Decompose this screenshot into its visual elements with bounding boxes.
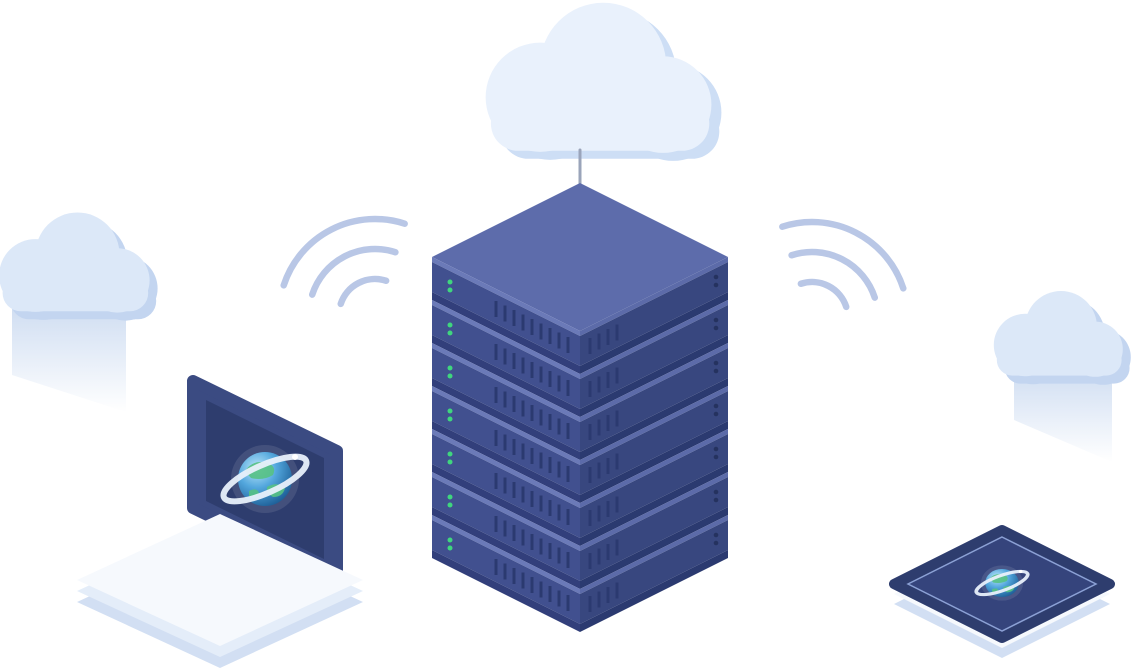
wifi-arc-inner bbox=[797, 278, 850, 311]
wifi-arc-outer bbox=[280, 215, 408, 289]
main-cloud bbox=[485, 2, 712, 153]
wifi-arc-inner bbox=[337, 275, 390, 308]
right-cloud bbox=[993, 291, 1123, 377]
wifi-arcs-left bbox=[280, 215, 408, 308]
wifi-arc-middle bbox=[788, 248, 879, 301]
cloud-beams bbox=[12, 298, 1112, 462]
left-cloud bbox=[0, 212, 150, 313]
wifi-arcs-right bbox=[779, 218, 907, 311]
laptop bbox=[77, 375, 363, 668]
tablet bbox=[894, 530, 1110, 658]
wifi-arc-outer bbox=[779, 218, 907, 292]
server-tower bbox=[430, 183, 730, 634]
right-cloud-beam bbox=[1014, 362, 1112, 462]
wifi-arc-middle bbox=[308, 245, 399, 298]
left-cloud-beam bbox=[12, 298, 126, 412]
